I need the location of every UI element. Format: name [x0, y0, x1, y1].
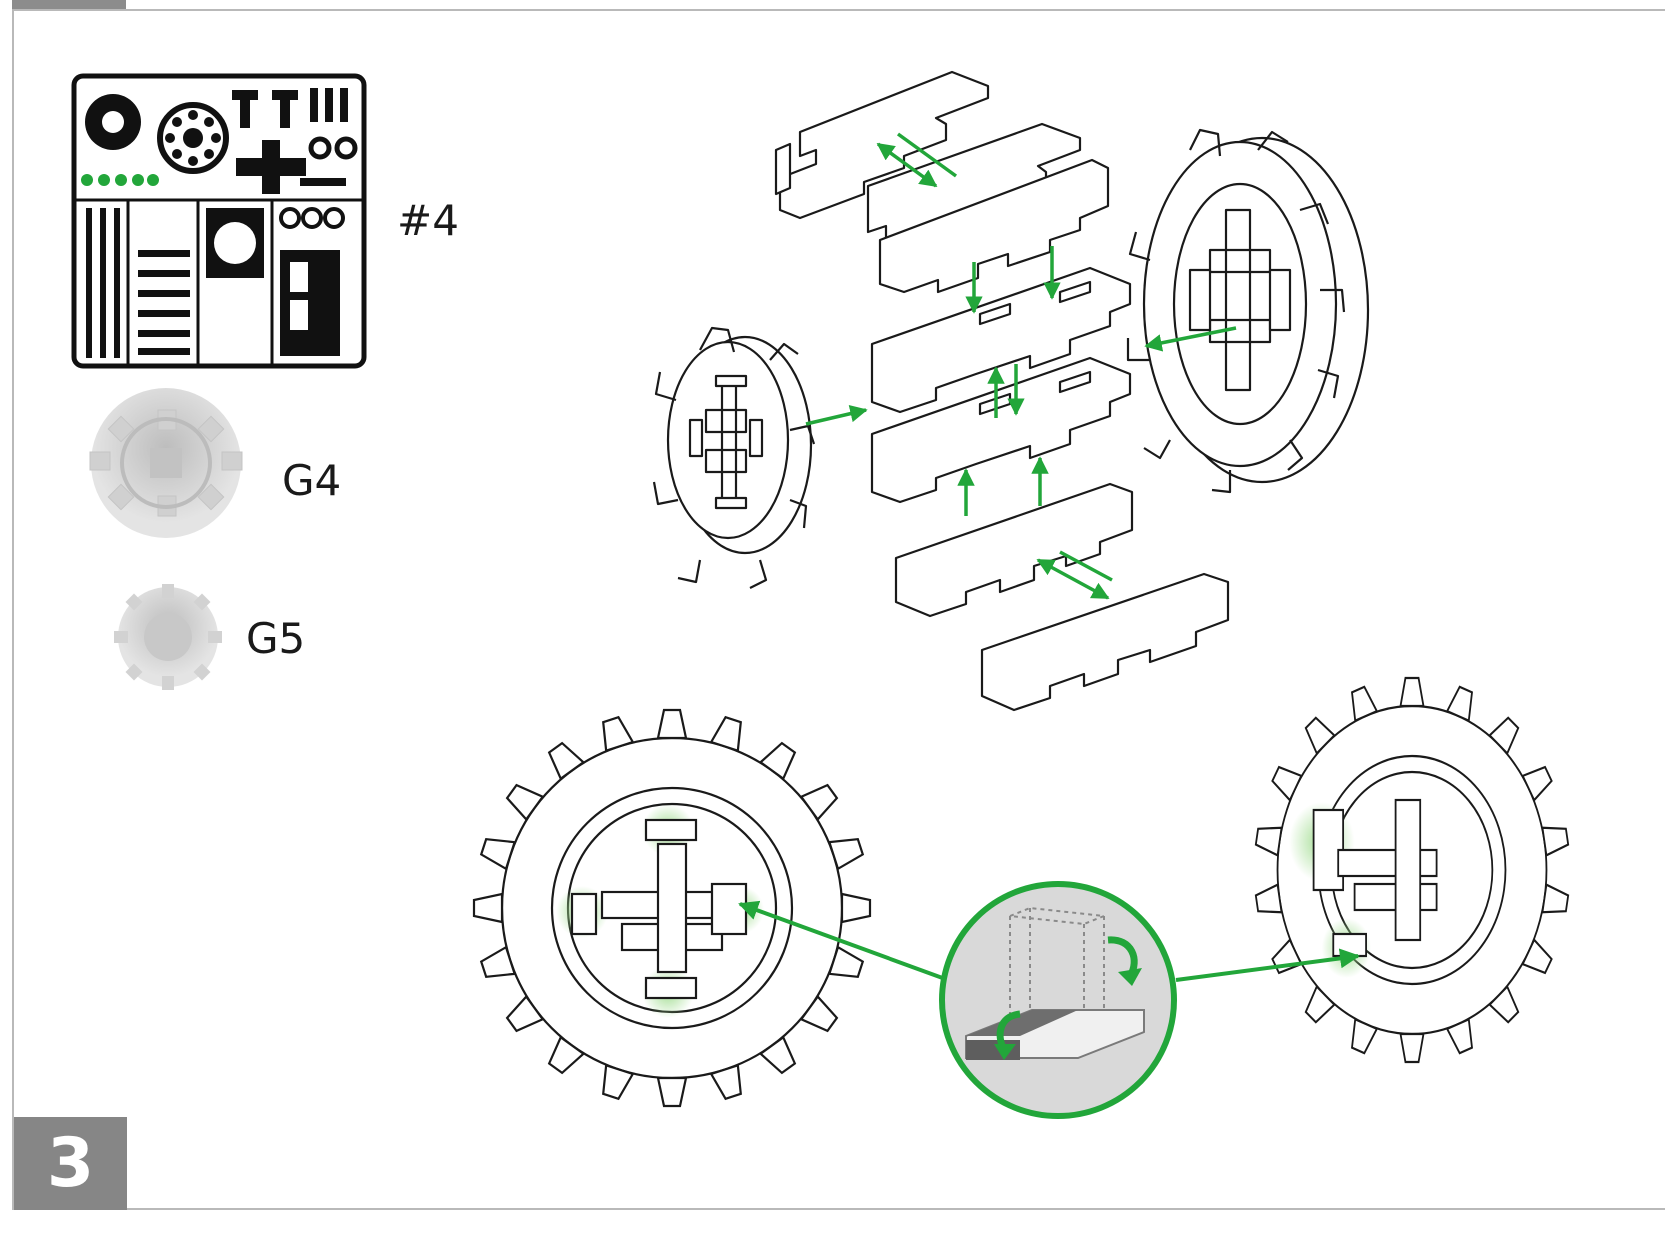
gear-g4-icon — [89, 388, 243, 538]
assembled-gear-right — [1254, 676, 1570, 1064]
gear-g5-icon — [114, 584, 222, 690]
top-border — [12, 9, 1665, 11]
gear-g5-label: G5 — [246, 614, 306, 663]
top-tab — [12, 0, 126, 9]
sprue-sheet-icon — [71, 73, 367, 369]
sprue-label: #4 — [397, 196, 459, 245]
detail-callout-lines — [738, 900, 1360, 982]
assembled-gear-left — [472, 708, 872, 1108]
page-frame — [12, 0, 1665, 1210]
step-number-badge: 3 — [14, 1117, 127, 1210]
gear-g4-label: G4 — [282, 456, 342, 505]
assembly-arrows — [805, 132, 1237, 600]
tab-fold-detail — [939, 881, 1177, 1119]
exploded-assembly — [652, 70, 1370, 712]
